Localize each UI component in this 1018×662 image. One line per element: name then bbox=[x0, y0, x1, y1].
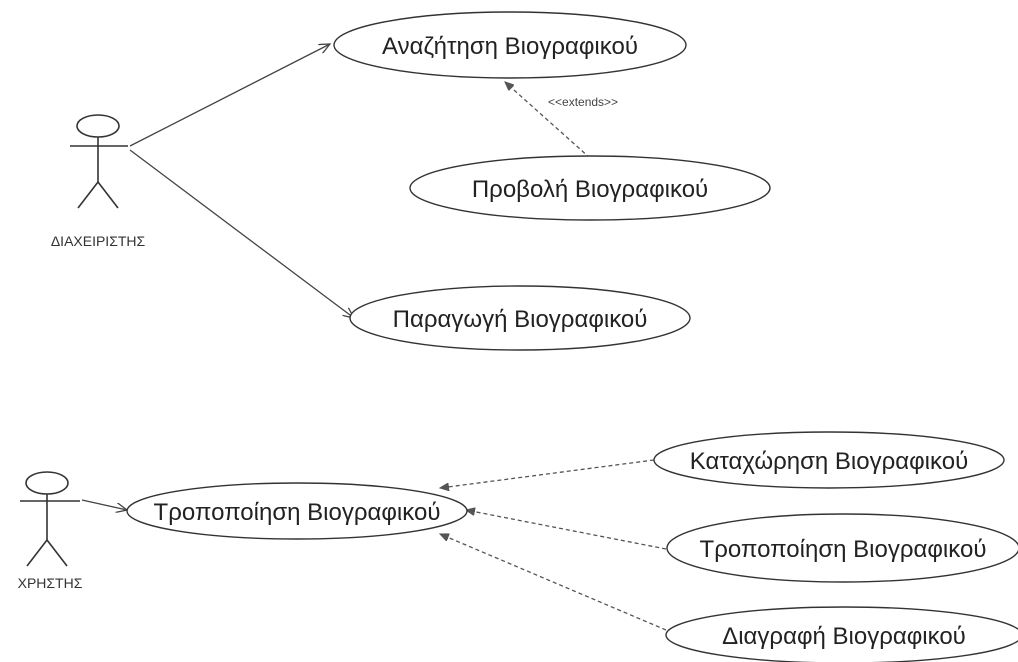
dependency-register-modify bbox=[440, 459, 655, 488]
use-case-modify-label: Τροποποίηση Βιογραφικού bbox=[700, 536, 987, 563]
extends-view-search bbox=[505, 82, 591, 159]
association-admin-generate bbox=[129, 149, 354, 318]
association-user-modify bbox=[81, 499, 127, 510]
actor-admin-left-leg bbox=[77, 181, 99, 209]
use-case-modify[interactable]: Τροποποίηση Βιογραφικού bbox=[666, 513, 1018, 583]
use-case-generate[interactable]: Παραγωγή Βιογραφικού bbox=[349, 285, 691, 351]
dependency-modify-modify bbox=[466, 510, 667, 550]
extends-label: <<extends>> bbox=[548, 95, 618, 109]
actor-admin-right-leg bbox=[97, 181, 119, 209]
actor-user[interactable]: ΧΡΗΣΤΗΣ bbox=[18, 471, 83, 591]
use-case-search[interactable]: Αναζήτηση Βιογραφικού bbox=[333, 11, 687, 79]
actor-user-right-leg bbox=[46, 539, 68, 567]
dependency-delete-modify bbox=[440, 534, 667, 631]
use-case-register[interactable]: Καταχώρηση Βιογραφικού bbox=[653, 431, 1005, 489]
actor-admin[interactable]: ΔΙΑΧΕΙΡΙΣΤΗΣ bbox=[51, 114, 146, 249]
use-case-search-label: Αναζήτηση Βιογραφικού bbox=[382, 33, 638, 60]
association-admin-search bbox=[129, 44, 330, 147]
actor-admin-head bbox=[76, 114, 120, 138]
actor-user-label: ΧΡΗΣΤΗΣ bbox=[18, 575, 83, 591]
use-case-view[interactable]: Προβολή Βιογραφικού bbox=[409, 155, 771, 221]
use-case-generate-label: Παραγωγή Βιογραφικού bbox=[393, 306, 648, 333]
use-case-modify-main[interactable]: Τροποποίηση Βιογραφικού bbox=[126, 482, 468, 540]
use-case-register-label: Καταχώρηση Βιογραφικού bbox=[690, 448, 968, 475]
use-case-delete-label: Διαγραφή Βιογραφικού bbox=[722, 623, 966, 650]
actor-user-head bbox=[25, 471, 69, 495]
use-case-modify-main-label: Τροποποίηση Βιογραφικού bbox=[154, 499, 441, 526]
actor-admin-label: ΔΙΑΧΕΙΡΙΣΤΗΣ bbox=[51, 233, 146, 249]
actor-user-left-leg bbox=[26, 539, 48, 567]
use-case-view-label: Προβολή Βιογραφικού bbox=[472, 176, 708, 203]
use-case-delete[interactable]: Διαγραφή Βιογραφικού bbox=[665, 606, 1018, 662]
